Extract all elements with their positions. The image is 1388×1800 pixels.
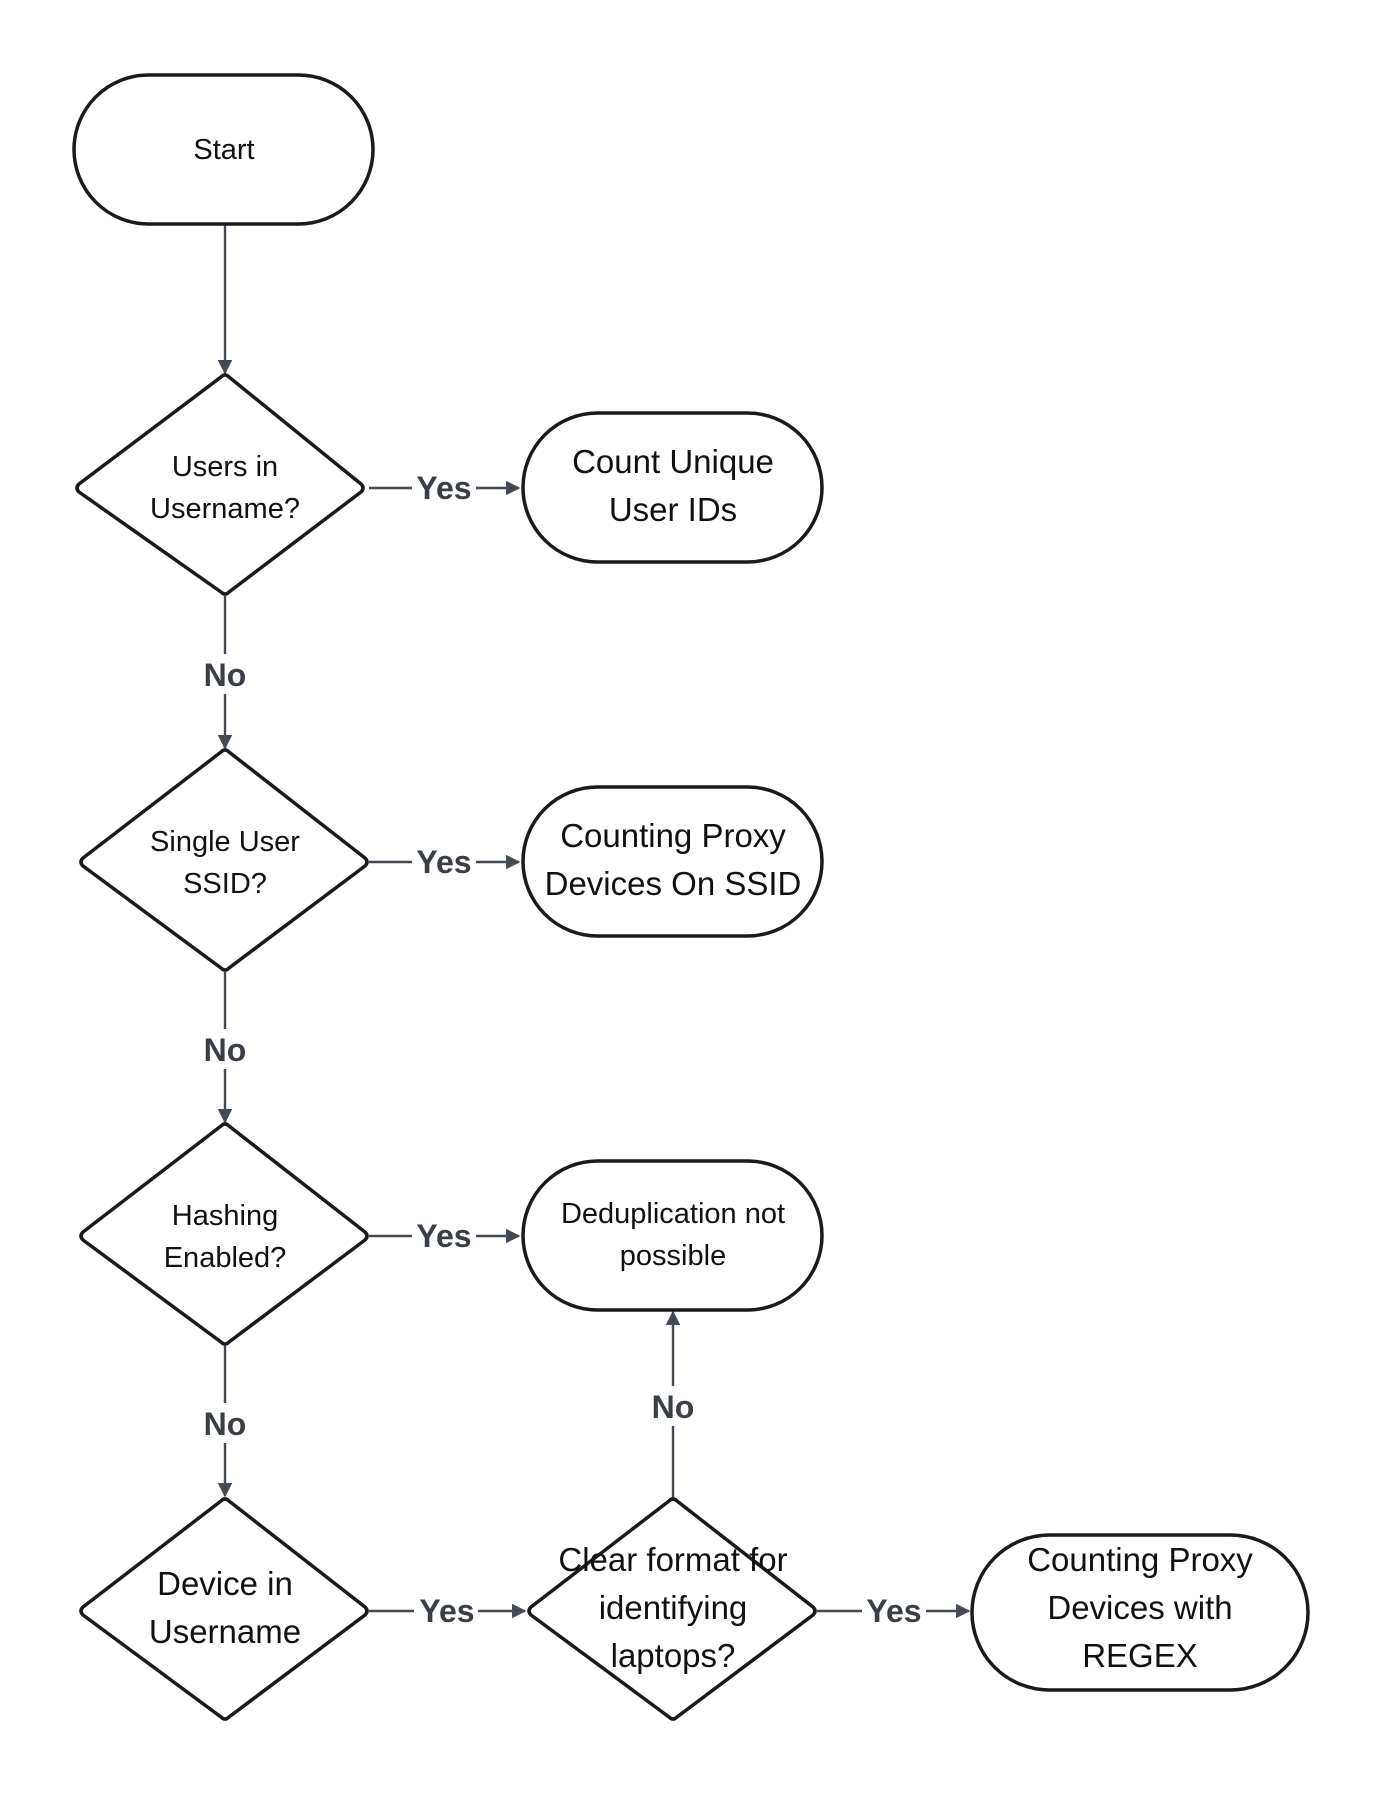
terminal-dedup-not-possible: Deduplication not possible xyxy=(521,1159,824,1312)
svg-text:identifying: identifying xyxy=(599,1589,748,1626)
svg-text:Devices with: Devices with xyxy=(1047,1589,1232,1626)
terminal-counting-proxy-ssid: Counting Proxy Devices On SSID xyxy=(521,785,824,938)
svg-text:SSID?: SSID? xyxy=(183,868,267,900)
edge-label-yes-device: Yes xyxy=(419,1593,474,1629)
edge-label-yes-clear: Yes xyxy=(866,1593,921,1629)
svg-text:laptops?: laptops? xyxy=(611,1637,736,1674)
svg-text:Count Unique: Count Unique xyxy=(572,443,774,480)
edge-label-no-ssid: No xyxy=(204,1032,247,1068)
svg-text:Clear format for: Clear format for xyxy=(558,1541,787,1578)
svg-text:Counting Proxy: Counting Proxy xyxy=(560,817,786,854)
svg-text:User IDs: User IDs xyxy=(609,491,737,528)
svg-text:Deduplication not: Deduplication not xyxy=(561,1198,785,1230)
decision-single-user-ssid: Single User SSID? xyxy=(79,748,369,972)
edge-label-no-hashing: No xyxy=(204,1406,247,1442)
svg-text:possible: possible xyxy=(620,1240,726,1272)
edge-label-yes-users: Yes xyxy=(416,470,471,506)
start-node: Start xyxy=(72,73,375,226)
edge-label-yes-ssid: Yes xyxy=(416,844,471,880)
svg-text:REGEX: REGEX xyxy=(1082,1637,1198,1674)
svg-text:Hashing: Hashing xyxy=(172,1200,278,1232)
edge-label-yes-hashing: Yes xyxy=(416,1218,471,1254)
decision-clear-format: Clear format for identifying laptops? xyxy=(527,1497,817,1721)
decision-device-in-username: Device in Username xyxy=(79,1497,369,1721)
decision-users-in-username: Users in Username? xyxy=(75,373,365,596)
svg-text:Username?: Username? xyxy=(150,493,300,525)
terminal-count-unique-user-ids: Count Unique User IDs xyxy=(521,411,824,564)
svg-text:Users in: Users in xyxy=(172,451,278,483)
svg-text:Start: Start xyxy=(193,134,254,166)
decision-hashing-enabled: Hashing Enabled? xyxy=(79,1122,369,1346)
svg-text:Enabled?: Enabled? xyxy=(164,1242,287,1274)
svg-text:Single User: Single User xyxy=(150,826,300,858)
svg-text:Username: Username xyxy=(149,1613,301,1650)
terminal-counting-proxy-regex: Counting Proxy Devices with REGEX xyxy=(970,1533,1310,1692)
svg-text:Device in: Device in xyxy=(157,1565,293,1602)
edge-label-no-clear: No xyxy=(652,1389,695,1425)
svg-text:Counting Proxy: Counting Proxy xyxy=(1027,1541,1253,1578)
edge-label-no-users: No xyxy=(204,657,247,693)
svg-text:Devices On SSID: Devices On SSID xyxy=(545,865,802,902)
